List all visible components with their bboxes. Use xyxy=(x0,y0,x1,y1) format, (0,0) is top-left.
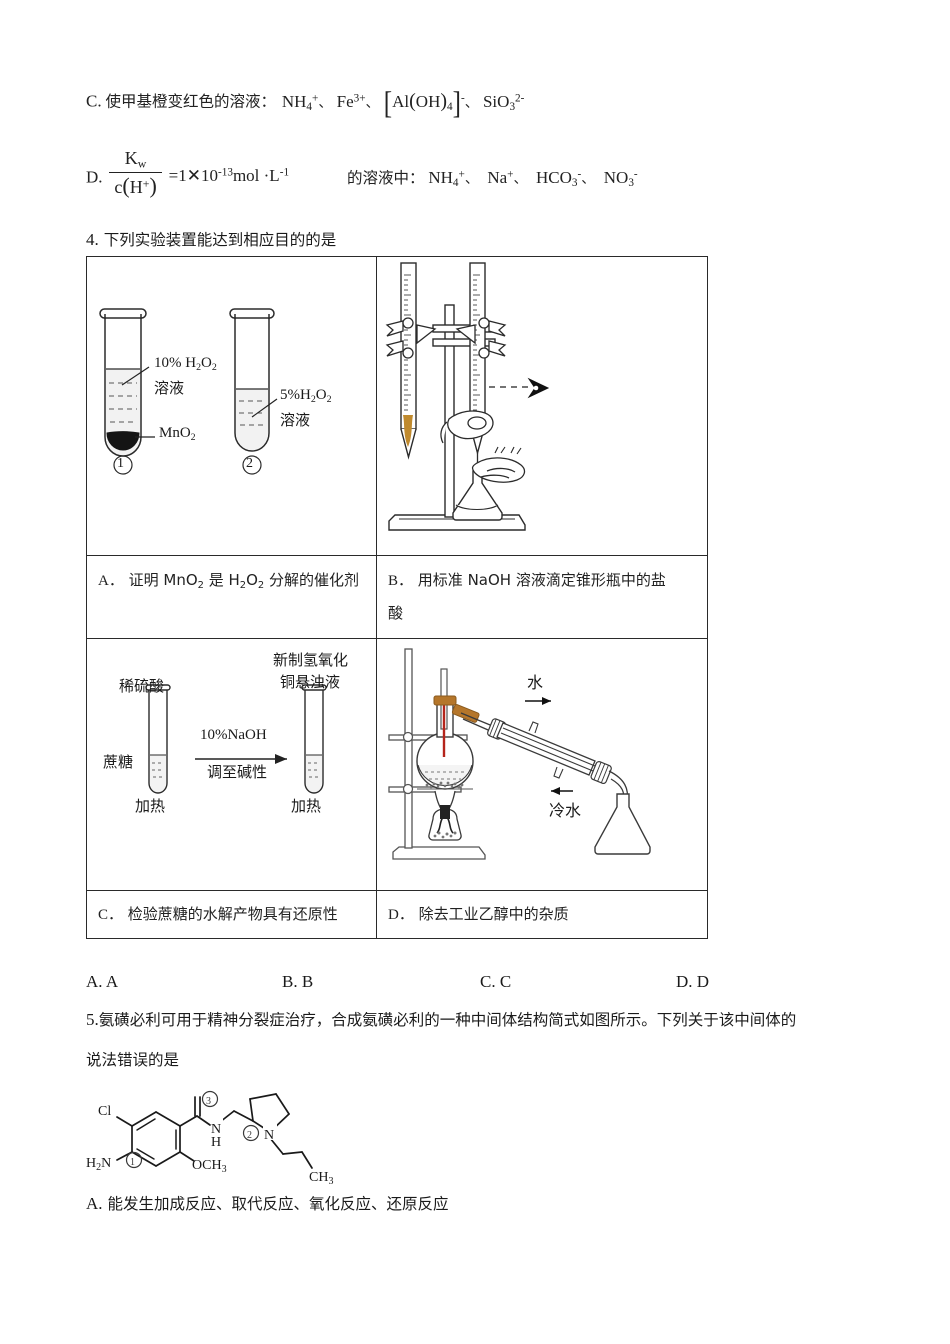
question5-option-a[interactable]: A. 能发生加成反应、取代反应、氧化反应、还原反应 xyxy=(86,1192,448,1214)
question5-option-a-text: 能发生加成反应、取代反应、氧化反应、还原反应 xyxy=(107,1195,449,1213)
table-row-captions-cd: C． 检验蔗糖的水解产物具有还原性 D． 除去工业乙醇中的杂质 xyxy=(86,890,708,939)
label-water-outlet: 水 xyxy=(527,673,544,692)
option-d-text: 的溶液中： xyxy=(346,168,425,187)
sucrose-hydrolysis-diagram xyxy=(145,684,327,794)
caption-d-text: 除去工业乙醇中的杂质 xyxy=(418,905,569,923)
marker-2-digit: 2 xyxy=(247,1130,252,1141)
caption-c: C． 检验蔗糖的水解产物具有还原性 xyxy=(87,891,376,938)
caption-b-line1: 用标准 NaOH 溶液滴定锥形瓶中的盐 xyxy=(417,571,666,589)
experiment-table: 10% H2O2 溶液 MnO2 5%H2O2 溶液 ① ② 1 2 xyxy=(86,256,708,939)
marker-circle-2 xyxy=(242,1124,260,1142)
table-row-captions-ab: A． 证明 MnO2 是 H2O2 分解的催化剂 B． 用标准 NaOH 溶液滴… xyxy=(86,555,708,639)
tube2-label-solution: 溶液 xyxy=(280,411,311,429)
atom-label-ch3: CH3 xyxy=(309,1170,333,1187)
table-row-diagrams-bottom: 稀硫酸 蔗糖 加热 10%NaOH 调至碱性 新制氢氧化 铜悬浊液 加热 xyxy=(86,638,708,891)
marker-3-digit: 3 xyxy=(206,1096,211,1107)
question4-number: 4. xyxy=(86,230,99,249)
atom-label-ring-n: N xyxy=(264,1128,274,1143)
atom-label-amide-h: H xyxy=(211,1135,221,1150)
atom-label-och3: OCH3 xyxy=(192,1158,227,1175)
option-c-label: C. xyxy=(86,91,102,111)
question5-stem-text-line1: 氨磺必利可用于精神分裂症治疗，合成氨磺必利的一种中间体结构简式如图所示。下列关于… xyxy=(98,1011,797,1029)
atom-label-cl: Cl xyxy=(98,1104,111,1119)
cell-c-diagram: 稀硫酸 蔗糖 加热 10%NaOH 调至碱性 新制氢氧化 铜悬浊液 加热 xyxy=(86,638,377,891)
marker-circle-3 xyxy=(201,1090,219,1108)
chemical-structure-diagram: Cl H2N OCH3 N H N CH3 1 2 3 xyxy=(84,1088,334,1198)
question4-stem: 4. 下列实验装置能达到相应目的的是 xyxy=(86,228,336,250)
caption-c-text: 检验蔗糖的水解产物具有还原性 xyxy=(127,905,338,923)
caption-b-line2: 酸 xyxy=(388,603,404,622)
label-heat-right: 加热 xyxy=(291,797,322,815)
answer-option-d[interactable]: D. D xyxy=(676,972,710,991)
label-cold-water-inlet: 冷水 xyxy=(549,801,582,820)
marker-1-digit: 1 xyxy=(130,1157,135,1168)
tube1-label-solution: 溶液 xyxy=(154,379,185,397)
label-sucrose: 蔗糖 xyxy=(103,753,134,771)
option-d-ions: NH4+、 Na+、 HCO3-、 NO3- xyxy=(428,167,638,189)
atom-label-amide-n: N xyxy=(211,1122,221,1137)
option-d-fraction: Kw c(H+) xyxy=(109,148,162,198)
cell-c-caption: C． 检验蔗糖的水解产物具有还原性 xyxy=(86,890,377,939)
caption-d: D． 除去工业乙醇中的杂质 xyxy=(377,891,707,938)
cell-b-caption: B． 用标准 NaOH 溶液滴定锥形瓶中的盐 酸 xyxy=(376,555,708,639)
tube1-label-mno2: MnO2 xyxy=(159,425,196,443)
label-naoh-reagent: 10%NaOH xyxy=(200,727,267,743)
caption-a-text: 证明 MnO2 是 H2O2 分解的催化剂 xyxy=(128,571,359,591)
cell-a-caption: A． 证明 MnO2 是 H2O2 分解的催化剂 xyxy=(86,555,377,639)
answer-option-b[interactable]: B. B xyxy=(282,972,314,991)
cell-d-diagram: 水 冷水 xyxy=(376,638,708,891)
question5-number: 5. xyxy=(86,1010,99,1029)
answer-option-c[interactable]: C. C xyxy=(480,972,512,991)
cell-a-diagram: 10% H2O2 溶液 MnO2 5%H2O2 溶液 ① ② 1 2 xyxy=(86,256,377,556)
caption-d-label: D． xyxy=(388,907,414,923)
question4-answer-row: A. A B. B C. C D. D xyxy=(86,972,786,996)
option-d-equation: =1✕10-13mol ·L-1 xyxy=(168,165,290,185)
label-adjust-alkaline: 调至碱性 xyxy=(207,763,268,781)
marker-circle-1 xyxy=(125,1151,143,1169)
tube2-number-glyph: 2 xyxy=(246,456,253,471)
label-heat-left: 加热 xyxy=(135,797,166,815)
option-c-ions: NH4+、 Fe3+、 [Al(OH)4]-、 SiO32- xyxy=(281,86,525,121)
burette-titration-diagram xyxy=(385,262,550,531)
two-test-tubes-diagram xyxy=(99,308,278,475)
answer-option-a[interactable]: A. A xyxy=(86,972,119,991)
question5-option-a-label: A. xyxy=(86,1194,103,1213)
caption-b-label: B． xyxy=(388,573,414,589)
fraction-numerator: Kw xyxy=(109,148,162,173)
cell-b-diagram xyxy=(376,256,708,556)
table-row-diagrams-top: 10% H2O2 溶液 MnO2 5%H2O2 溶液 ① ② 1 2 xyxy=(86,256,708,556)
tube2-label-conc: 5%H2O2 xyxy=(280,387,332,405)
option-d-label: D. xyxy=(86,167,103,187)
caption-c-label: C． xyxy=(98,907,124,923)
caption-b: B． 用标准 NaOH 溶液滴定锥形瓶中的盐 酸 xyxy=(377,556,707,638)
distillation-diagram xyxy=(388,648,651,860)
option-d-line: D. Kw c(H+) =1✕10-13mol ·L-1 的溶液中： NH4+、… xyxy=(86,148,786,198)
option-c-line: C. 使甲基橙变红色的溶液： NH4+、 Fe3+、 [Al(OH)4]-、 S… xyxy=(86,80,726,128)
label-dilute-sulfuric-acid: 稀硫酸 xyxy=(119,677,165,695)
question5-stem-line1: 5.氨磺必利可用于精神分裂症治疗，合成氨磺必利的一种中间体结构简式如图所示。下列… xyxy=(86,1008,796,1030)
fraction-denominator: c(H+) xyxy=(114,172,157,198)
label-fresh-cuoh2-line1: 新制氢氧化 xyxy=(273,651,349,669)
atom-label-nh2: H2N xyxy=(86,1156,111,1173)
caption-a: A． 证明 MnO2 是 H2O2 分解的催化剂 xyxy=(87,556,376,605)
amisulpride-intermediate-structure: Cl H2N OCH3 N H N CH3 1 2 3 xyxy=(86,1090,333,1187)
caption-a-label: A． xyxy=(98,573,124,589)
question4-stem-text: 下列实验装置能达到相应目的的是 xyxy=(103,231,337,249)
tube1-number-glyph: 1 xyxy=(117,456,124,471)
tube1-label-conc: 10% H2O2 xyxy=(154,355,217,373)
question5-stem-line2: 说法错误的是 xyxy=(86,1051,180,1069)
cell-d-caption: D． 除去工业乙醇中的杂质 xyxy=(376,890,708,939)
label-fresh-cuoh2-line2: 铜悬浊液 xyxy=(280,673,341,691)
option-c-text: 使甲基橙变红色的溶液： xyxy=(105,92,276,111)
